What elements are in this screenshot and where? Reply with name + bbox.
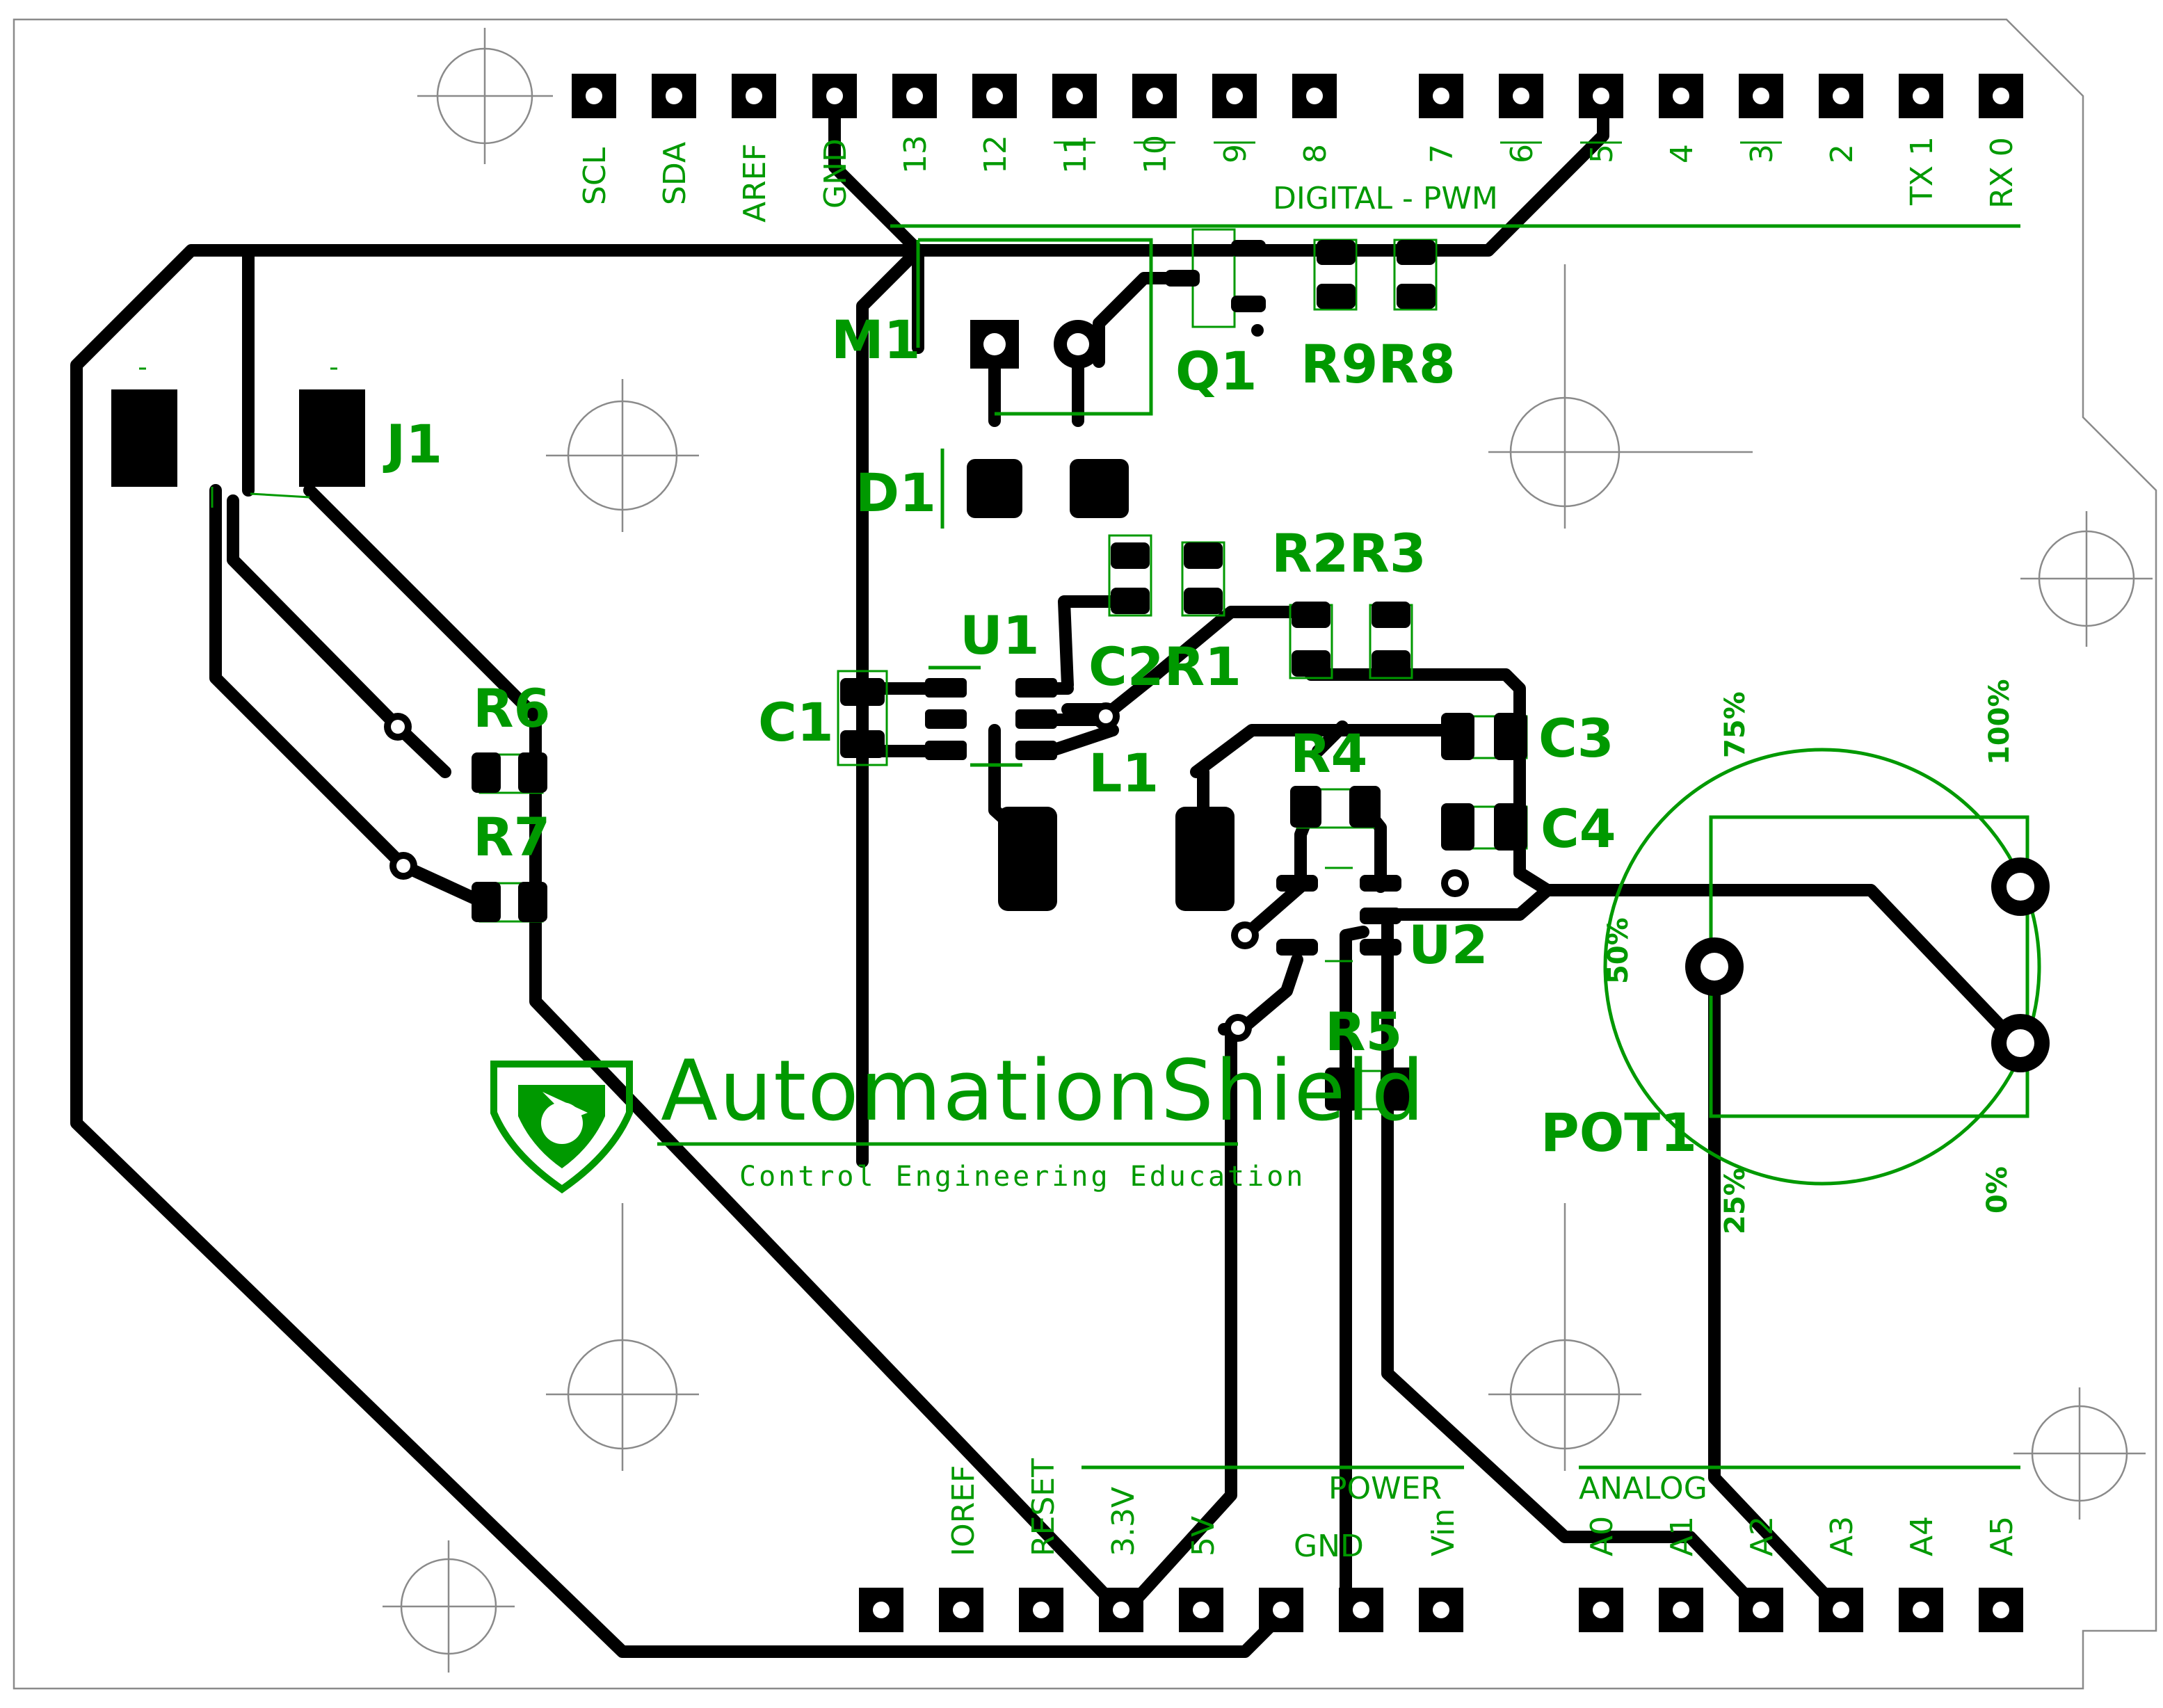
power-label: POWER bbox=[1328, 1471, 1442, 1506]
header-power-labels: IOREF RESET 3.3V 5V GND Vin POWER bbox=[946, 1458, 1464, 1564]
header-pads-top bbox=[572, 74, 2023, 118]
resistor-R7: R7 bbox=[389, 806, 550, 923]
header-analog-labels: A0 A1 A2 A3 A4 A5 ANALOG bbox=[1579, 1465, 2020, 1556]
pin-label: 8 bbox=[1298, 144, 1333, 163]
resistors-R9R8: R9R8 bbox=[1301, 239, 1456, 395]
pin-label: GND bbox=[1294, 1529, 1364, 1564]
U2-label: U2 bbox=[1408, 914, 1488, 976]
R2R3-label: R2R3 bbox=[1271, 522, 1426, 584]
header-top-labels: SCL SDA AREF GND 13 12 11 10 9 8 7 6 5 4… bbox=[577, 135, 2020, 228]
C1-label: C1 bbox=[758, 691, 834, 753]
potentiometer-POT1: 75% 100% 50% 25% 0% POT1 bbox=[1541, 679, 2050, 1234]
logo-name: AutomationShield bbox=[661, 1043, 1426, 1140]
pin-label: GND bbox=[818, 138, 853, 209]
pin-label: 5 bbox=[1584, 144, 1620, 163]
mounting-holes bbox=[383, 28, 2153, 1673]
pin-label: 12 bbox=[978, 135, 1013, 174]
resistor-R6: R6 bbox=[384, 677, 550, 794]
resistors-C2R1: C2R1 bbox=[1088, 534, 1241, 698]
R4-label: R4 bbox=[1290, 723, 1367, 784]
pin-label: 3.3V bbox=[1106, 1487, 1141, 1556]
pin-label: RX 0 bbox=[1984, 137, 2020, 209]
diode-D1: D1 bbox=[855, 449, 1129, 529]
pin-label: A3 bbox=[1824, 1516, 1860, 1556]
pin-label: A5 bbox=[1984, 1516, 2020, 1556]
R7-label: R7 bbox=[473, 806, 550, 868]
pin-label: 5V bbox=[1186, 1516, 1221, 1556]
J1-label: J1 bbox=[383, 413, 442, 475]
capacitor-C4: C4 bbox=[1441, 798, 1616, 897]
U1-label: U1 bbox=[960, 604, 1040, 666]
C3-label: C3 bbox=[1538, 707, 1614, 769]
analog-label: ANALOG bbox=[1579, 1471, 1707, 1506]
pin-label: SCL bbox=[577, 147, 613, 205]
pin-label: A4 bbox=[1904, 1516, 1940, 1556]
resistor-R4: R4 bbox=[1290, 723, 1381, 829]
pot-mark: 75% bbox=[1719, 691, 1751, 758]
POT1-label: POT1 bbox=[1541, 1102, 1697, 1163]
pin-label: SDA bbox=[657, 142, 693, 205]
M1-label: M1 bbox=[831, 309, 921, 371]
pin-label: 6 bbox=[1504, 144, 1540, 163]
C2R1-label: C2R1 bbox=[1088, 636, 1241, 698]
pin-label: 4 bbox=[1664, 144, 1700, 163]
pin-label: 3 bbox=[1744, 144, 1780, 163]
resistors-R2R3: R2R3 bbox=[1271, 522, 1426, 679]
pin-label: TX 1 bbox=[1904, 136, 1940, 206]
pin-label: A0 bbox=[1584, 1516, 1620, 1556]
pin-label: A1 bbox=[1664, 1516, 1700, 1556]
motor-M1: M1 bbox=[831, 238, 1153, 416]
pin-label: AREF bbox=[737, 143, 773, 223]
pin-label: 11 bbox=[1058, 135, 1093, 174]
pin-label: A2 bbox=[1744, 1516, 1780, 1556]
automationshield-logo: AutomationShield Control Engineering Edu… bbox=[490, 1043, 1426, 1194]
pin-label: 9 bbox=[1218, 144, 1253, 163]
pot-mark: 0% bbox=[1981, 1166, 2013, 1214]
C4-label: C4 bbox=[1541, 798, 1616, 860]
pin-label: Vin bbox=[1426, 1508, 1461, 1556]
capacitor-C1: C1 bbox=[758, 670, 888, 766]
pot-mark: 50% bbox=[1602, 917, 1634, 984]
pin-label: 2 bbox=[1824, 144, 1860, 163]
capacitor-C3: C3 bbox=[1441, 707, 1614, 769]
shield-icon bbox=[490, 1061, 633, 1194]
resistor-R5: R5 bbox=[1325, 1001, 1414, 1111]
pin-label: IOREF bbox=[946, 1465, 981, 1556]
logo-subtitle: Control Engineering Education bbox=[739, 1161, 1305, 1193]
pin-label: 13 bbox=[898, 135, 933, 174]
pot-mark: 25% bbox=[1719, 1168, 1751, 1234]
R9R8-label: R9R8 bbox=[1301, 333, 1456, 395]
R5-label: R5 bbox=[1325, 1001, 1402, 1063]
pin-label: 7 bbox=[1424, 144, 1460, 163]
board-outline bbox=[13, 18, 2157, 1690]
connector-J1: J1 bbox=[111, 367, 442, 508]
digital-pwm-label: DIGITAL - PWM bbox=[1273, 181, 1498, 216]
pin-label: RESET bbox=[1026, 1458, 1061, 1556]
transistor-Q1: Q1 bbox=[1165, 228, 1266, 402]
inductor-L1: L1 bbox=[998, 742, 1235, 911]
Q1-label: Q1 bbox=[1175, 340, 1257, 402]
header-pads-bottom bbox=[859, 1588, 2023, 1632]
pot-mark: 100% bbox=[1984, 679, 2016, 765]
R6-label: R6 bbox=[473, 677, 550, 739]
pin-label: 10 bbox=[1138, 135, 1173, 174]
ic-U2: U2 bbox=[1224, 867, 1488, 1042]
L1-label: L1 bbox=[1088, 742, 1159, 804]
D1-label: D1 bbox=[855, 462, 936, 524]
